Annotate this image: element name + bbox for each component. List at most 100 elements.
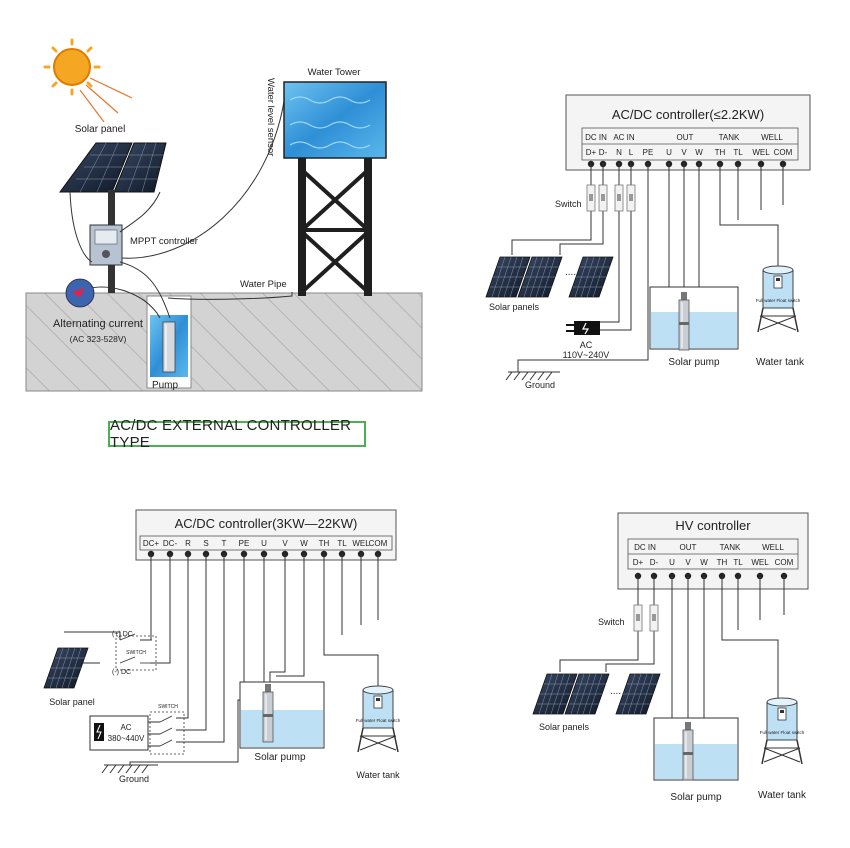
ac-label-3: AC — [120, 723, 131, 732]
solar-pump-tank-2 — [649, 286, 739, 351]
terminal-label: N — [616, 148, 622, 157]
group-label: WELL — [762, 543, 784, 552]
water-tank-label-2: Water tank — [756, 357, 805, 368]
solar-pump-tank-3 — [239, 681, 325, 749]
group-label: AC IN — [613, 133, 635, 142]
ac-switch-3 — [149, 711, 185, 755]
terminal-label: TH — [717, 558, 728, 567]
terminal-label: COM — [775, 558, 794, 567]
dc-switch-3 — [115, 633, 157, 671]
solar-panels-label-4: Solar panels — [539, 722, 590, 732]
water-tower — [283, 81, 387, 296]
switch-label-4: Switch — [598, 617, 625, 627]
diagram-3-acdc-large: AC/DC controller(3KW—22KW) DC+DC- R S T PE U V… — [43, 509, 401, 784]
ground-label-2: Ground — [525, 380, 555, 390]
water-tank-label-3: Water tank — [356, 770, 400, 780]
controller-3-title: AC/DC controller(3KW—22KW) — [175, 516, 358, 531]
terminal-label: PE — [643, 148, 654, 157]
mppt-controller — [89, 224, 123, 266]
controller-2-title: AC/DC controller(≤2.2KW) — [612, 107, 764, 122]
terminal-label: D+ — [586, 148, 597, 157]
ground-icon-3 — [101, 764, 158, 774]
water-tower-label: Water Tower — [308, 67, 361, 78]
controller-4-title: HV controller — [675, 518, 751, 533]
solar-panel-array — [59, 142, 167, 293]
switch-label-3a: SWITCH — [126, 650, 146, 656]
ac-range-label: (AC 323-528V) — [70, 334, 127, 344]
group-label: OUT — [677, 133, 694, 142]
terminal-label: WEL — [751, 558, 769, 567]
terminal-label: TL — [733, 148, 743, 157]
terminal-label: D+ — [633, 558, 644, 567]
group-label: DC IN — [585, 133, 607, 142]
solar-panel-3 — [43, 647, 89, 689]
terminal-label: D- — [650, 558, 659, 567]
solar-pump-label-3: Solar pump — [254, 752, 306, 763]
ac-plug-icon — [566, 321, 600, 335]
terminal-label: T — [222, 539, 227, 548]
terminal-label: W — [300, 539, 308, 548]
terminal-label: U — [669, 558, 675, 567]
water-level-sensor-label: Water level sensor — [265, 78, 276, 156]
terminal-label: W — [695, 148, 703, 157]
solar-panels-4 — [532, 673, 661, 715]
terminal-label: W — [700, 558, 708, 567]
terminal-label: PE — [239, 539, 250, 548]
ground-block — [25, 292, 423, 392]
solar-panels-label-2: Solar panels — [489, 302, 540, 312]
ac-source-3 — [89, 715, 149, 751]
caption-text: AC/DC EXTERNAL CONTROLLER TYPE — [110, 417, 352, 451]
terminal-label: V — [685, 558, 691, 567]
solar-panel-label: Solar panel — [75, 124, 126, 135]
terminal-label: COM — [774, 148, 793, 157]
group-label: TANK — [720, 543, 741, 552]
ac-range-label-2: 110V~240V — [563, 350, 610, 360]
terminal-label: R — [185, 539, 191, 548]
svg-text:....: .... — [565, 267, 576, 278]
svg-text:....: .... — [610, 686, 621, 697]
caption-box: AC/DC EXTERNAL CONTROLLER TYPE — [108, 417, 366, 451]
terminal-label: TH — [319, 539, 330, 548]
terminal-label: TL — [733, 558, 743, 567]
ground-label-3: Ground — [119, 774, 149, 784]
solar-pump-label-4: Solar pump — [670, 792, 722, 803]
terminal-label: V — [681, 148, 687, 157]
dc-plus-label-3: (+) DC — [112, 631, 133, 638]
wires-d3 — [64, 553, 379, 765]
mppt-label: MPPT controller — [130, 236, 198, 247]
water-pipe-label: Water Pipe — [240, 279, 287, 290]
ac-label-2: AC — [580, 340, 593, 350]
ground-icon-2 — [505, 371, 560, 381]
solar-pump-label-2: Solar pump — [668, 357, 720, 368]
controller-box-2 — [565, 94, 811, 171]
sun-icon — [43, 38, 133, 123]
ac-label: Alternating current — [53, 318, 143, 330]
group-label: WELL — [761, 133, 783, 142]
alternating-current-icon — [65, 278, 95, 308]
controller-box-3 — [135, 509, 397, 561]
solar-panel-label-3: Solar panel — [49, 697, 95, 707]
group-label: TANK — [719, 133, 740, 142]
terminal-label: U — [666, 148, 672, 157]
switch-label-3b: SWITCH — [158, 704, 178, 710]
controller-box-4 — [617, 512, 809, 590]
terminal-label: D- — [599, 148, 608, 157]
terminal-label: WEL — [752, 148, 770, 157]
terminal-label: DC- — [163, 539, 178, 548]
diagram-2-acdc-small: AC/DC controller(≤2.2KW) DC IN AC IN OUT… — [485, 94, 811, 390]
water-tank-label-4: Water tank — [758, 790, 807, 801]
terminal-label: DC+ — [143, 539, 160, 548]
terminal-label: L — [629, 148, 634, 157]
terminal-label: V — [282, 539, 288, 548]
terminal-label: U — [261, 539, 267, 548]
terminal-label: S — [203, 539, 208, 548]
switch-label-2: Switch — [555, 199, 582, 209]
group-label: OUT — [680, 543, 697, 552]
terminal-label: TL — [337, 539, 347, 548]
dc-minus-label-3: (-) DC — [112, 669, 131, 676]
float-switch-label-4: Full water Float switch — [760, 730, 805, 735]
